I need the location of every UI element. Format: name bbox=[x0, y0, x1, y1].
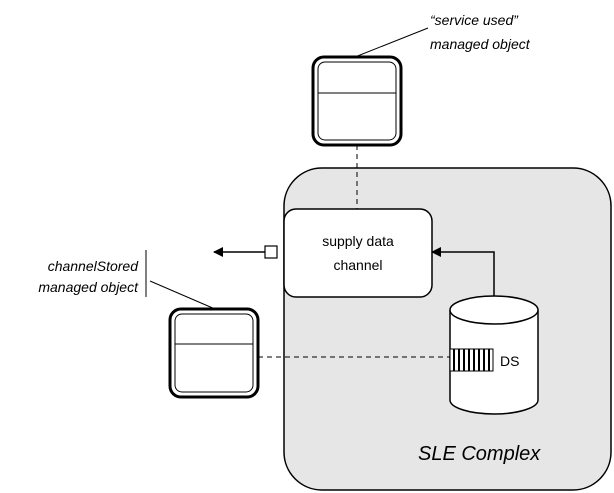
ds-label: DS bbox=[500, 353, 519, 369]
channel-stored-managed-object bbox=[168, 307, 260, 399]
supply-data-channel-label-line1: supply data bbox=[322, 233, 394, 249]
ds-to-channel-arrow bbox=[431, 247, 495, 316]
service-used-label-line1: “service used” bbox=[430, 12, 519, 28]
sle-complex-label: SLE Complex bbox=[418, 443, 541, 465]
service-used-managed-object bbox=[311, 55, 403, 147]
supply-data-channel-box bbox=[283, 208, 433, 298]
service-used-label-line2: managed object bbox=[430, 36, 531, 52]
channel-stored-label-line2: managed object bbox=[38, 279, 139, 295]
service-used-leader-line bbox=[354, 27, 429, 58]
supply-data-channel-label-line2: channel bbox=[333, 257, 382, 273]
channel-stored-leader-line bbox=[149, 280, 216, 310]
output-port bbox=[264, 245, 278, 259]
channel-stored-label-line1: channelStored bbox=[48, 258, 140, 274]
ds-data-store bbox=[449, 295, 539, 415]
